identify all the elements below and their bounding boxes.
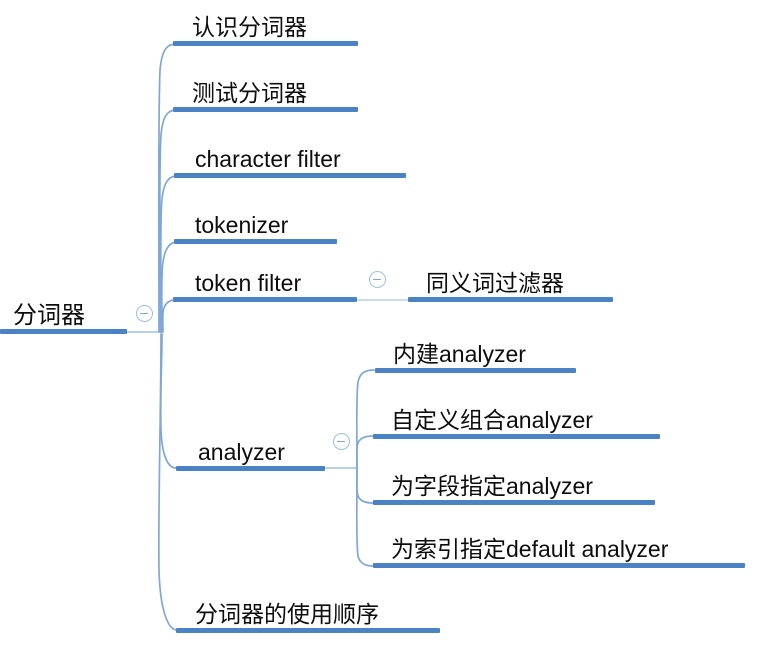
node-branch-2-underline (174, 173, 406, 178)
node-analyzer-child-0-label: 内建analyzer (393, 341, 526, 367)
collapse-toggle-token-filter[interactable] (369, 271, 386, 288)
node-token-filter-child-0[interactable]: 同义词过滤器 (408, 264, 613, 302)
node-branch-4-label: token filter (195, 270, 302, 296)
node-branch-0-underline (173, 41, 358, 46)
node-branch-1-label: 测试分词器 (192, 80, 307, 106)
node-token-filter-child-0-underline (408, 297, 613, 302)
node-analyzer-child-0-underline (375, 368, 576, 373)
node-branch-1[interactable]: 测试分词器 (173, 74, 358, 112)
node-analyzer-child-2-underline (373, 500, 655, 505)
node-branch-2-label: character filter (195, 146, 341, 172)
collapse-toggle-root[interactable] (136, 305, 153, 322)
node-root[interactable]: 分词器 (0, 296, 127, 334)
node-branch-5-underline (176, 466, 325, 471)
node-branch-4-underline (173, 297, 357, 302)
node-analyzer-child-2-label: 为字段指定analyzer (391, 473, 593, 499)
node-analyzer-child-0[interactable]: 内建analyzer (375, 334, 576, 373)
node-analyzer-child-3-underline (373, 563, 745, 568)
node-branch-0-label: 认识分词器 (192, 14, 307, 40)
collapse-toggle-analyzer[interactable] (333, 433, 350, 450)
node-branch-1-underline (173, 107, 358, 112)
node-branch-6-underline (176, 628, 440, 633)
node-branch-3[interactable]: tokenizer (174, 206, 337, 244)
node-branch-6-label: 分词器的使用顺序 (195, 601, 379, 627)
node-analyzer-child-3-label: 为索引指定default analyzer (391, 536, 669, 562)
node-branch-4[interactable]: token filter (173, 264, 357, 302)
node-branch-3-underline (174, 239, 337, 244)
node-root-underline (0, 329, 127, 334)
node-analyzer-child-1[interactable]: 自定义组合analyzer (373, 400, 660, 439)
node-branch-2[interactable]: character filter (174, 140, 406, 178)
node-analyzer-child-1-underline (373, 434, 660, 439)
node-analyzer-child-2[interactable]: 为字段指定analyzer (373, 466, 655, 505)
node-token-filter-child-0-label: 同义词过滤器 (426, 270, 564, 296)
node-analyzer-child-1-label: 自定义组合analyzer (391, 407, 593, 433)
node-branch-3-label: tokenizer (195, 212, 289, 238)
node-root-label: 分词器 (13, 302, 85, 329)
node-branch-5-label: analyzer (198, 439, 285, 465)
node-branch-5[interactable]: analyzer (176, 432, 325, 471)
node-branch-0[interactable]: 认识分词器 (173, 8, 358, 46)
node-analyzer-child-3[interactable]: 为索引指定default analyzer (373, 529, 745, 568)
node-branch-6[interactable]: 分词器的使用顺序 (176, 594, 440, 633)
